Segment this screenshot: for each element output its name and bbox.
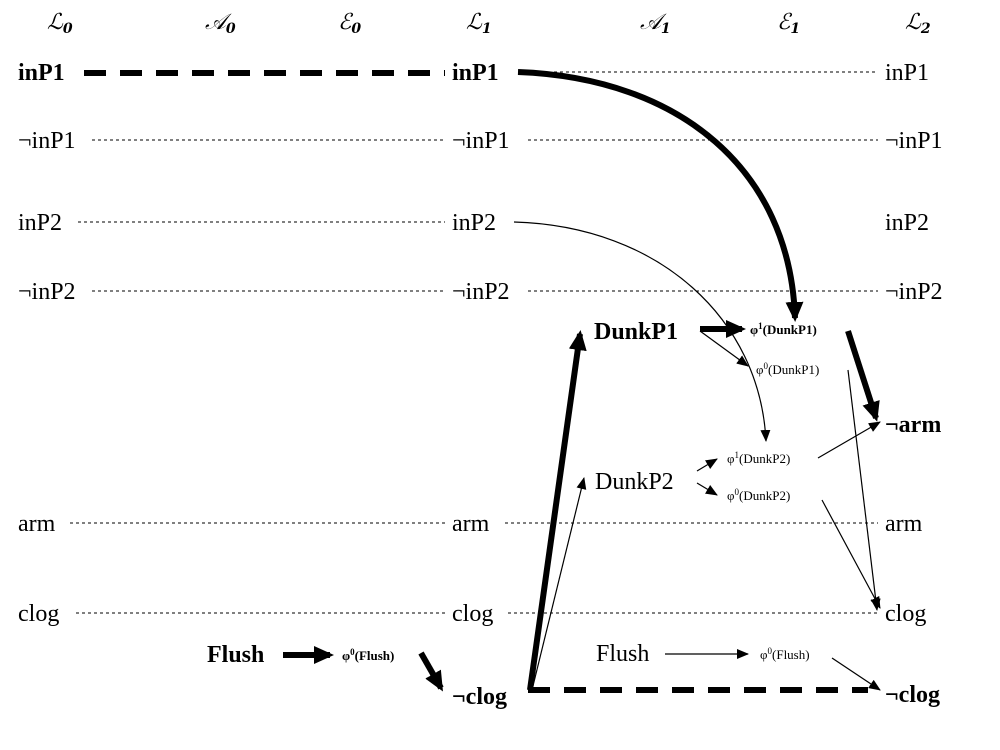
edge-dunkP1-effect0-to-clog xyxy=(847,369,881,611)
action-dunkP1-a1: DunkP1 xyxy=(594,319,679,345)
literal-not-clog-l2: ¬clog xyxy=(885,682,940,708)
edge-inP1-to-dunkP1-effect xyxy=(517,69,804,322)
action-dunkP2-a1: DunkP2 xyxy=(595,469,674,495)
header-action-layer-0: 𝒜0 xyxy=(205,10,236,37)
literal-arm-l2: arm xyxy=(885,511,923,537)
edge-not-clog-to-dunkP2 xyxy=(531,477,587,691)
effect-phi0-dunkP1-e1: φ0(DunkP1) xyxy=(756,361,820,377)
header-effect-layer-0: ℰ0 xyxy=(338,10,362,37)
literal-not-inP2-l0: ¬inP2 xyxy=(18,279,76,305)
effect-phi0-flush-e1: φ0(Flush) xyxy=(760,646,810,662)
edge-inP2-to-dunkP2-effect xyxy=(513,221,771,442)
literal-not-inP2-l1: ¬inP2 xyxy=(452,279,510,305)
edge-dunkP2-to-effect0 xyxy=(696,482,718,496)
literal-inP1-l2: inP1 xyxy=(885,60,930,86)
edge-flush0-effect-to-not-clog xyxy=(418,651,444,692)
edge-dunkP2-effect0-to-clog xyxy=(821,499,881,609)
literal-not-inP1-l0: ¬inP1 xyxy=(18,128,76,154)
edge-dunkP1-effect1-to-not-arm xyxy=(845,330,880,422)
literal-inP2-l0: inP2 xyxy=(18,210,63,236)
effect-phi0-dunkP2-e1: φ0(DunkP2) xyxy=(727,487,791,503)
header-literal-layer-1: ℒ1 xyxy=(466,10,492,37)
header-effect-layer-1: ℰ1 xyxy=(777,10,801,37)
effect-phi1-dunkP1-e1: φ1(DunkP1) xyxy=(750,321,817,337)
literal-not-arm-l2: ¬arm xyxy=(885,412,942,438)
header-literal-layer-2: ℒ2 xyxy=(905,10,931,37)
action-flush-a0: Flush xyxy=(207,642,265,668)
header-action-layer-1: 𝒜1 xyxy=(640,10,671,37)
literal-clog-l2: clog xyxy=(885,601,927,627)
effect-phi1-dunkP2-e1: φ1(DunkP2) xyxy=(727,450,791,466)
edge-not-clog-to-dunkP1 xyxy=(527,330,587,691)
edge-flush1-effect-to-not-clog xyxy=(831,657,881,691)
literal-inP2-l2: inP2 xyxy=(885,210,930,236)
action-flush-a1: Flush xyxy=(596,641,650,667)
edge-dunkP2-effect1-to-not-arm xyxy=(817,421,881,459)
literal-arm-l0: arm xyxy=(18,511,56,537)
literal-not-inP1-l1: ¬inP1 xyxy=(452,128,510,154)
literal-clog-l0: clog xyxy=(18,601,60,627)
literal-not-inP2-l2: ¬inP2 xyxy=(885,279,943,305)
literal-not-inP1-l2: ¬inP1 xyxy=(885,128,943,154)
literal-clog-l1: clog xyxy=(452,601,494,627)
literal-arm-l1: arm xyxy=(452,511,490,537)
edge-dunkP2-to-effect1 xyxy=(696,458,718,472)
literal-inP2-l1: inP2 xyxy=(452,210,497,236)
literal-inP1-l1: inP1 xyxy=(452,60,499,86)
literal-inP1-l0: inP1 xyxy=(18,60,65,86)
header-literal-layer-0: ℒ0 xyxy=(47,10,73,37)
literal-not-clog-l1: ¬clog xyxy=(452,684,507,710)
effect-phi0-flush-e0: φ0(Flush) xyxy=(342,647,395,663)
edge-dunkP1-to-effect0 xyxy=(699,330,749,367)
